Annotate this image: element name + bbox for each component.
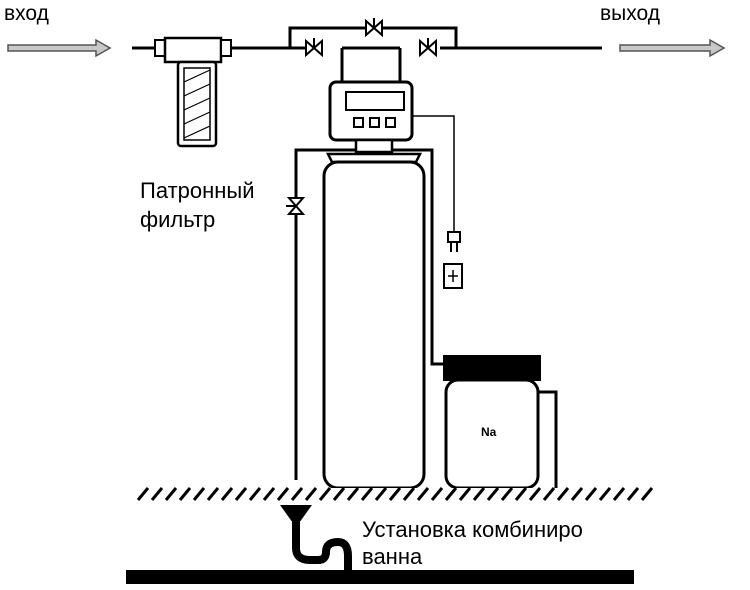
outlet-arrow	[619, 38, 726, 58]
outlet-valve	[419, 38, 437, 58]
floor-slab	[126, 570, 634, 584]
installation-label: Установка комбинированна	[362, 517, 583, 569]
drain-valve	[286, 197, 306, 215]
floor-hatching	[136, 487, 654, 501]
inlet-valve	[305, 38, 323, 58]
cartridge-filter-label: Патронный фильтр	[140, 178, 255, 232]
inlet-arrow	[7, 38, 112, 58]
control-valve-head	[328, 80, 414, 154]
brine-tank	[443, 355, 558, 490]
resin-tank	[322, 160, 426, 490]
inlet-drain-pipe	[294, 148, 446, 480]
outlet-label: выход	[600, 2, 660, 25]
bypass-pipe	[288, 26, 458, 82]
cartridge-filter	[154, 36, 232, 148]
salt-tank-label: Na	[481, 425, 497, 439]
bypass-valve	[365, 18, 383, 38]
power-cable	[412, 115, 463, 289]
inlet-label: вход	[4, 2, 49, 25]
drain-siphon	[280, 505, 352, 572]
